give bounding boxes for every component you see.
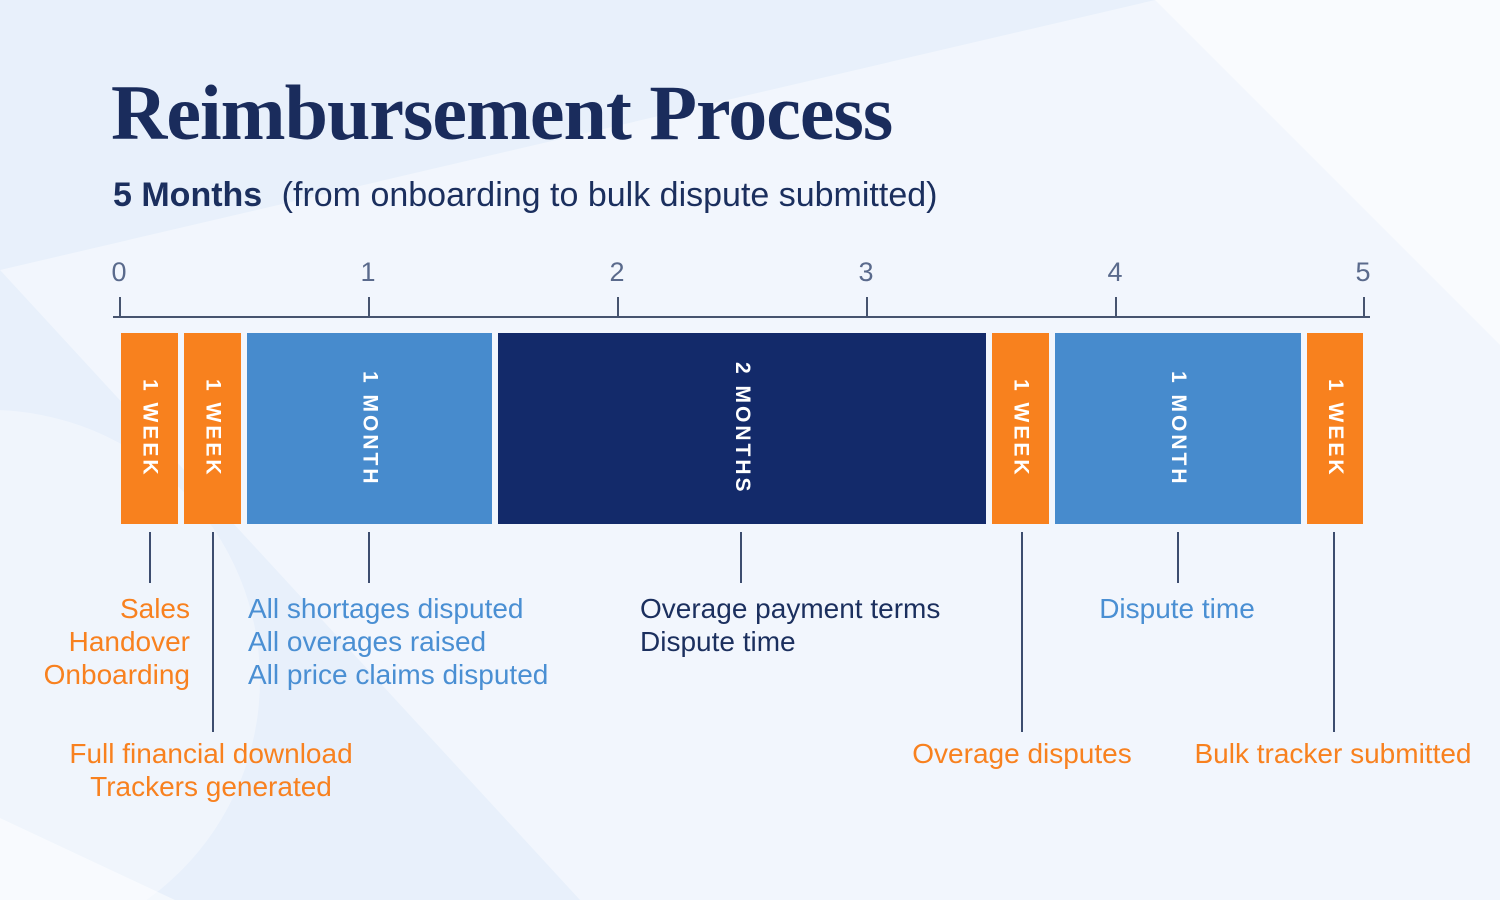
segment-duration-label: 1 WEEK bbox=[201, 379, 225, 478]
annotation-line: Overage payment terms bbox=[640, 593, 941, 624]
annotation-full-financial-download: Full financial download Trackers generat… bbox=[69, 737, 352, 803]
timeline-segment-month-2: 1 MONTH bbox=[1055, 333, 1301, 524]
axis-tick-label-2: 2 bbox=[609, 257, 625, 287]
callout-line-overage-disputes bbox=[1021, 532, 1023, 732]
segment-duration-label: 1 WEEK bbox=[1009, 379, 1033, 478]
annotation-line: Dispute time bbox=[640, 626, 796, 657]
callout-line-dispute-time bbox=[1177, 532, 1179, 583]
annotation-line: Sales bbox=[119, 593, 190, 624]
timeline-segment-week-3: 1 WEEK bbox=[992, 333, 1049, 524]
axis-tick-mark-3 bbox=[866, 297, 868, 316]
callout-line-sales bbox=[149, 532, 151, 583]
segment-duration-label: 1 MONTH bbox=[1167, 370, 1190, 487]
timeline-segment-week-4: 1 WEEK bbox=[1307, 333, 1363, 524]
page-title: Reimbursement Process bbox=[111, 69, 893, 156]
timeline-segment-week-1: 1 WEEK bbox=[121, 333, 178, 524]
subtitle-duration: 5 Months bbox=[113, 176, 263, 214]
annotation-line: Full financial download bbox=[69, 738, 353, 769]
axis-tick-mark-5 bbox=[1363, 297, 1365, 316]
axis-tick-label-1: 1 bbox=[360, 257, 376, 287]
annotation-line: Trackers generated bbox=[90, 771, 332, 802]
subtitle-note: (from onboarding to bulk dispute submitt… bbox=[281, 176, 938, 214]
axis-tick-mark-2 bbox=[617, 297, 619, 316]
annotation-sales-handover-onboarding: Sales Handover Onboarding bbox=[0, 592, 190, 691]
page-subtitle: 5 Months (from onboarding to bulk disput… bbox=[113, 176, 937, 215]
annotation-line: Bulk tracker submitted bbox=[1194, 738, 1472, 769]
annotation-bulk-tracker-submitted: Bulk tracker submitted bbox=[1195, 737, 1472, 770]
axis-tick-mark-0 bbox=[119, 297, 121, 316]
callout-line-bulk-tracker bbox=[1333, 532, 1335, 732]
callout-line-overage-terms bbox=[740, 532, 742, 583]
annotation-line: All price claims disputed bbox=[248, 659, 549, 690]
segment-duration-label: 1 MONTH bbox=[358, 370, 382, 487]
annotation-shortages-overages-claims: All shortages disputed All overages rais… bbox=[248, 592, 548, 691]
timeline-segment-week-2: 1 WEEK bbox=[184, 333, 241, 524]
axis-tick-mark-1 bbox=[368, 297, 370, 316]
annotation-line: All shortages disputed bbox=[248, 593, 524, 624]
axis-tick-label-3: 3 bbox=[858, 257, 874, 287]
axis-tick-label-4: 4 bbox=[1107, 257, 1123, 287]
axis-tick-label-5: 5 bbox=[1355, 257, 1371, 287]
segment-duration-label: 1 WEEK bbox=[138, 379, 162, 478]
annotation-overage-disputes: Overage disputes bbox=[912, 737, 1131, 770]
axis-tick-label-0: 0 bbox=[111, 257, 127, 287]
annotation-overage-payment-terms: Overage payment terms Dispute time bbox=[640, 592, 940, 658]
callout-line-financial bbox=[212, 532, 214, 732]
axis-tick-mark-4 bbox=[1115, 297, 1117, 316]
annotation-line: Onboarding bbox=[43, 659, 190, 690]
annotation-dispute-time: Dispute time bbox=[1099, 592, 1255, 625]
segment-duration-label: 1 WEEK bbox=[1324, 379, 1347, 478]
timeline-segment-month-1: 1 MONTH bbox=[247, 333, 492, 524]
annotation-line: Overage disputes bbox=[912, 738, 1132, 769]
callout-line-shortages bbox=[368, 532, 370, 583]
timeline-segment-months-2: 2 MONTHS bbox=[498, 333, 986, 524]
segment-duration-label: 2 MONTHS bbox=[731, 362, 754, 495]
annotation-line: Dispute time bbox=[1099, 593, 1255, 624]
annotation-line: Handover bbox=[68, 626, 190, 657]
axis-line bbox=[113, 316, 1370, 318]
annotation-line: All overages raised bbox=[248, 626, 487, 657]
